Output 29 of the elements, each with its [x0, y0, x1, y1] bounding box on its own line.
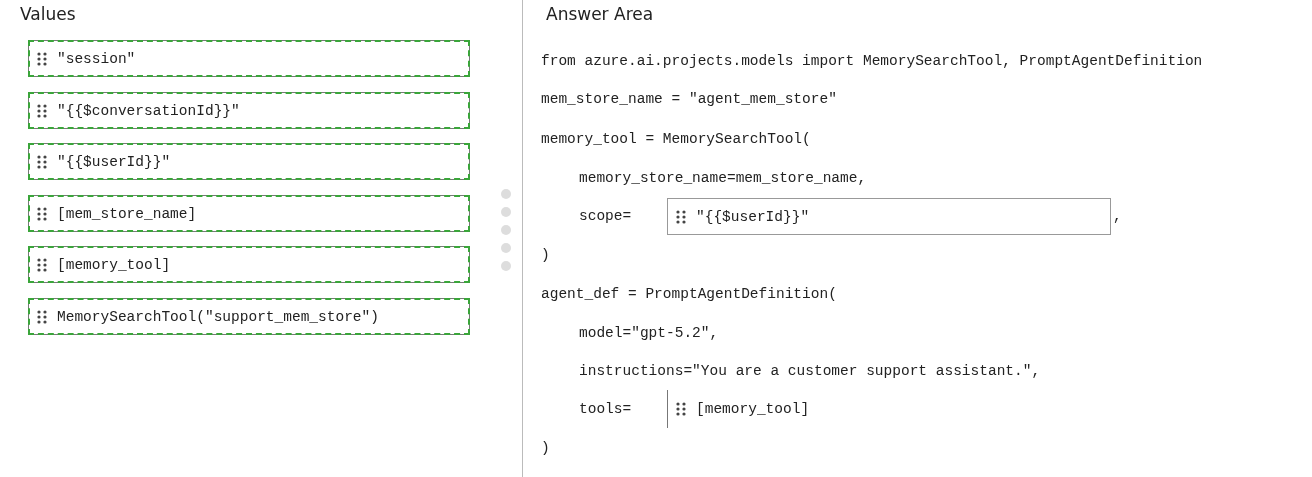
draggable-value [28, 195, 470, 232]
draggable-value [28, 298, 470, 335]
value-text: MemorySearchTool("support_mem_store") [57, 308, 379, 325]
code-line: from azure.ai.projects.models import MemorySearchTool, PromptAgentDefinition [541, 53, 1203, 69]
code-line: model="gpt-5.2", [579, 325, 719, 341]
code-line: ) [541, 247, 550, 263]
value-text: [memory_tool] [57, 256, 171, 273]
code-line: agent_def = PromptAgentDefinition( [541, 286, 837, 302]
value-text: "{{$userId}}" [696, 208, 810, 225]
value-text: "{{$conversationId}}" [57, 102, 240, 119]
code-line: ) [541, 440, 550, 456]
code-line: tools= [579, 401, 632, 417]
value-text: "{{$userId}}" [57, 153, 171, 170]
panel-heading: Answer Area [546, 4, 654, 24]
draggable-value [28, 143, 470, 180]
code-line: memory_store_name=mem_store_name, [579, 170, 867, 186]
draggable-value [28, 92, 470, 129]
value-text: [memory_tool] [696, 401, 810, 417]
panel-heading: Values [20, 4, 76, 24]
value-text: [mem_store_name] [57, 205, 197, 222]
code-line: memory_tool = MemorySearchTool( [541, 131, 811, 147]
draggable-value [28, 246, 470, 283]
drop-zone [667, 198, 1111, 235]
code-line: mem_store_name = "agent_mem_store" [541, 91, 837, 107]
value-text: "session" [57, 50, 136, 67]
code-line: scope= [579, 208, 632, 224]
code-line: instructions="You are a customer support assistant.", [579, 363, 1041, 379]
code-line: , [1113, 208, 1122, 224]
draggable-value [28, 40, 470, 77]
